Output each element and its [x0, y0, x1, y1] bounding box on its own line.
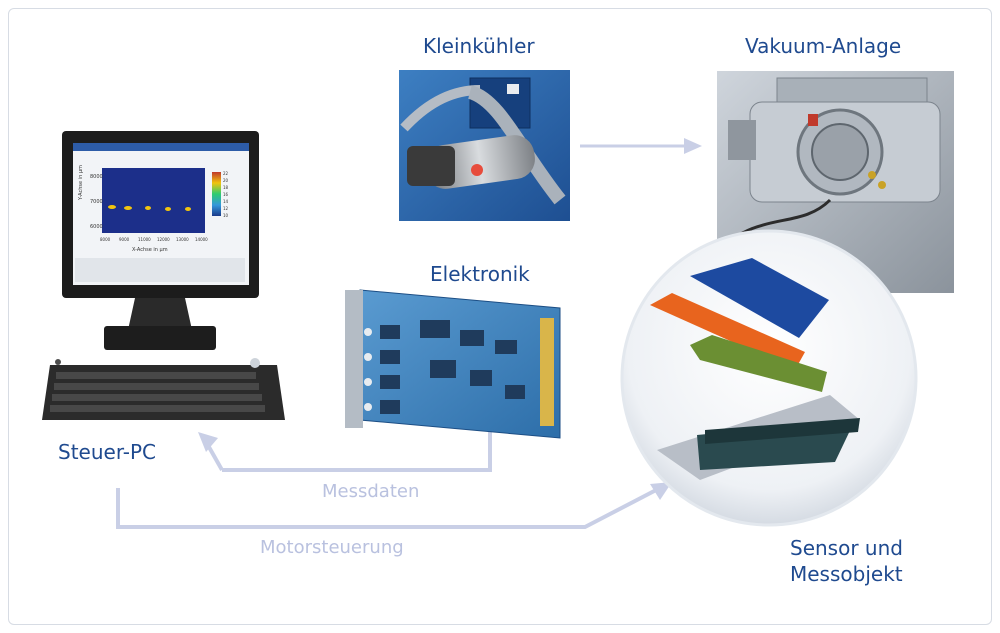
screen-plot-xlabel: X-Achse in µm — [132, 247, 168, 253]
label-control-pc: Steuer-PC — [58, 440, 157, 464]
screen-plot-colorbar-tick: 22 — [223, 171, 229, 176]
screen-plot-colorbar-tick: 14 — [223, 199, 229, 204]
screen-plot-colorbar-tick: 18 — [223, 185, 229, 190]
screen-plot-colorbar-tick: 10 — [223, 213, 229, 218]
arrow-measurement-data — [198, 418, 492, 472]
electronics-board-image — [345, 289, 561, 439]
screen-plot-xtick: 8000 — [100, 237, 111, 242]
sensor-magnified-view — [620, 229, 918, 527]
screen-plot-ytick: 7000 — [90, 199, 103, 205]
screen-plot-xtick: 12000 — [157, 237, 170, 242]
label-sensor-line-2: Messobjekt — [790, 562, 903, 586]
screen-plot-colorbar-tick: 12 — [223, 206, 229, 211]
screen-plot-xtick: 14000 — [195, 237, 208, 242]
screen-plot-ytick: 6000 — [90, 224, 103, 230]
screen-plot-xtick: 9000 — [119, 237, 130, 242]
outer-frame — [8, 8, 992, 625]
label-vacuum-chamber: Vakuum-Anlage — [745, 34, 902, 58]
control-pc-image — [42, 131, 285, 420]
arrow-motor-control — [116, 482, 672, 529]
label-cooler: Kleinkühler — [423, 34, 535, 58]
screen-plot-colorbar-tick: 20 — [223, 178, 229, 183]
screen-plot-ytick: 8000 — [90, 174, 103, 180]
label-motor-control: Motorsteuerung — [260, 537, 404, 558]
label-sensor-line-1: Sensor und — [790, 536, 903, 560]
screen-plot-xtick: 11000 — [138, 237, 151, 242]
screen-plot-xtick: 13000 — [176, 237, 189, 242]
screen-plot-ylabel: Y-Achse in µm — [78, 165, 84, 200]
label-electronics: Elektronik — [430, 262, 530, 286]
cooler-image — [399, 70, 570, 221]
label-measurement-data: Messdaten — [322, 481, 420, 502]
screen-plot-colorbar-tick: 16 — [223, 192, 229, 197]
arrow-cooler-to-vacuum — [580, 138, 702, 154]
